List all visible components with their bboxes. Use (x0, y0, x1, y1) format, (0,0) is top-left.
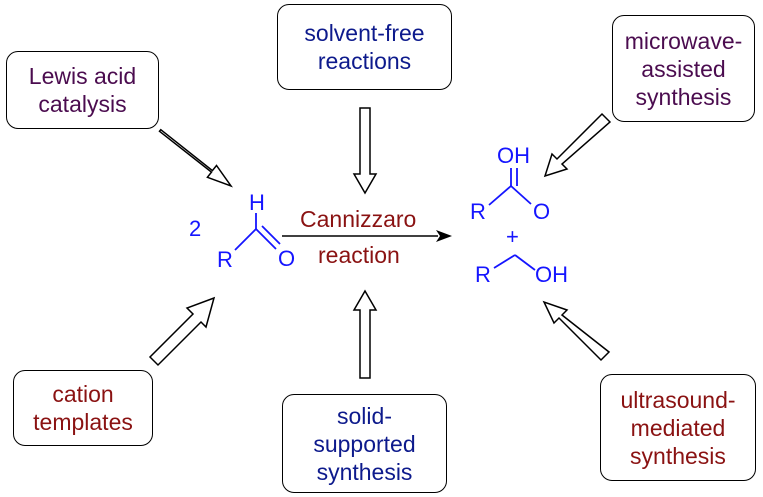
reactant-coefficient: 2 (189, 216, 202, 241)
reaction-name-line1: Cannizzaro (300, 206, 417, 232)
box-lewis-acid-catalysis: Lewis acid catalysis (6, 51, 159, 129)
arrow-microwave (543, 112, 612, 178)
reactant-o-label: O (278, 246, 296, 271)
box-ultrasound-mediated-synthesis: ultrasound- mediated synthesis (600, 374, 756, 481)
box-microwave-assisted-synthesis: microwave- assisted synthesis (612, 15, 755, 122)
arrow-ultrasound (542, 300, 611, 362)
alcohol-r-label: R (475, 262, 491, 287)
arrow-lewis (158, 128, 234, 188)
box-solid-supported-synthesis: solid- supported synthesis (282, 394, 447, 493)
alcohol-oh-label: OH (535, 262, 568, 287)
box-solvent-free-reactions: solvent-free reactions (277, 4, 452, 90)
acid-oh-label: OH (497, 143, 530, 168)
acid-bonds (488, 168, 532, 206)
acid-o-label: O (533, 199, 551, 224)
arrow-solid (352, 289, 378, 379)
alcohol-bonds (493, 254, 536, 271)
arrow-solvent (352, 107, 378, 195)
reaction-arrowhead (436, 230, 452, 242)
arrow-cation (148, 296, 216, 367)
acid-r-label: R (470, 199, 486, 224)
reaction-name-line2: reaction (318, 242, 400, 268)
reactant-bonds (234, 213, 281, 251)
reactant-h-label: H (249, 190, 265, 215)
plus-sign: + (506, 224, 519, 249)
reactant-r-label: R (217, 247, 233, 272)
box-cation-templates: cation templates (13, 370, 153, 446)
